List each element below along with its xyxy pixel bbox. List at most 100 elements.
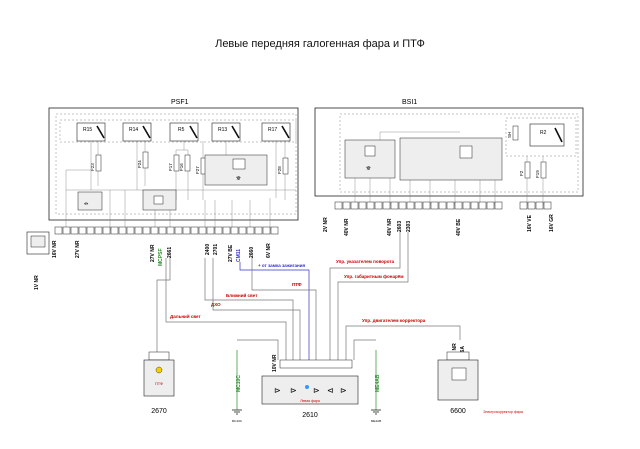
- pin-16v-ve: 16V VE: [527, 214, 533, 232]
- component-2670: ПТФ 2670: [143, 351, 175, 415]
- signal-ptf: ПТФ: [292, 282, 302, 287]
- fuse-f17-label: F17: [168, 163, 173, 171]
- component-2610-label: 2610: [302, 412, 318, 419]
- pin-2661: 2661: [167, 247, 173, 258]
- psf1-chip-icon: [153, 195, 164, 205]
- component-2610: 10V NR ⊳ ⊳ ⊳ ⊲ ⊳ Левая фара 2610: [261, 354, 359, 419]
- fuse-f28-label: F28: [277, 166, 282, 174]
- bsi1-label: BSI1: [402, 99, 417, 106]
- pin-40v-nr: 40V NR: [344, 218, 350, 236]
- component-6600-sublabel: Электрокорректор фары: [483, 410, 524, 414]
- pin-2303: 2303: [406, 221, 412, 232]
- pin-27v-nr-2: 27V NR: [150, 244, 156, 262]
- fuse-f19-label: F19: [535, 170, 540, 178]
- pin-16v-nr: 16V NR: [52, 240, 58, 258]
- headlamp-icon-2: ⊳: [290, 386, 297, 395]
- signal-high-beam: Дальний свет: [170, 313, 201, 319]
- bsi1-module-center-chip: [459, 145, 473, 159]
- pin-2v-nr: 2V NR: [323, 217, 329, 232]
- ground-mc10c: MC10C MC10C: [232, 375, 243, 423]
- fog-lamp-icon: [155, 366, 163, 374]
- page-title: Левые передняя галогенная фара и ПТФ: [215, 38, 425, 50]
- component-2670-label: 2670: [151, 408, 167, 415]
- ground-mc10c-label: MC10C: [236, 375, 242, 392]
- harness-wires: [156, 232, 461, 410]
- ground-me4ab-label: ME4AB: [375, 374, 381, 392]
- fuse-f24: [142, 151, 149, 169]
- signal-dro: ДХО: [211, 302, 221, 307]
- ground-module-icon: [30, 235, 46, 248]
- pin-2400: 2400: [205, 244, 211, 255]
- pin-40v-be: 40V BE: [456, 218, 462, 236]
- relay-r13-label: R13: [218, 127, 227, 133]
- fuse-f24-label: F24: [137, 160, 142, 168]
- psf1-lamp-icon: ⛯: [236, 175, 241, 182]
- bsi1-module-center: [399, 137, 503, 181]
- relay-r14-label: R14: [129, 127, 138, 133]
- relay-r5-label: R5: [178, 127, 185, 133]
- bsi1-module-left: [344, 139, 396, 179]
- left-ground-box: [26, 231, 50, 255]
- psf1-module-a-icon: ⦵: [84, 201, 89, 207]
- indicator-dot-icon: [305, 385, 309, 389]
- psf1-connector-row: [54, 226, 279, 235]
- pin-16v-gr: 16V GR: [549, 214, 555, 232]
- pin-2603: 2603: [397, 221, 403, 232]
- component-2610-sublabel: Левая фара: [300, 399, 320, 403]
- bsi1-connector-row: [334, 201, 552, 210]
- bsi1-relay-area: [505, 117, 577, 157]
- psf1-relay-module-a: [77, 191, 103, 211]
- pin-27v-nr: 27V NR: [75, 240, 81, 258]
- fuse-f17: [173, 154, 180, 172]
- component-6600-label: 6600: [450, 408, 466, 415]
- pin-2660: 2660: [249, 247, 255, 258]
- pin-2701: 2701: [213, 244, 219, 255]
- fuse-f16: [184, 154, 191, 172]
- headlamp-icon-4: ⊲: [327, 386, 334, 395]
- relay-r5: R5: [169, 122, 199, 142]
- fuse-f2-label: F2: [519, 170, 524, 176]
- psf1-module-c-chip: [232, 158, 246, 170]
- bsi1-outer-box: [314, 107, 584, 197]
- signal-low-beam: Ближний свет: [226, 292, 258, 298]
- ptf-label: ПТФ: [155, 381, 163, 386]
- corrector-icon: [451, 367, 467, 381]
- fuse-f2: [524, 161, 531, 179]
- ground-me4ab: ME4AB ME4AB: [371, 374, 381, 423]
- fuse-f19: [540, 161, 547, 179]
- relay-r14: R14: [122, 122, 152, 142]
- pin-mcpsf: MCPSF: [158, 249, 164, 267]
- relay-r15: R15: [76, 122, 106, 142]
- pin-6v-nr: 6V NR: [266, 243, 272, 258]
- psf1-internal-wiring: [65, 141, 296, 230]
- shunt-sh: [512, 125, 519, 141]
- fuse-f16-label: F16: [179, 163, 184, 171]
- relay-r15-label: R15: [83, 127, 92, 133]
- pin-40v-nr-2: 40V NR: [387, 218, 393, 236]
- fuse-f27-label: F27: [195, 166, 200, 174]
- bsi1-module-left-chip: [364, 145, 376, 157]
- fuse-f23-label: F23: [90, 163, 95, 171]
- signal-corrector: Упр. двигателем корректора: [362, 318, 426, 323]
- shunt-sh-label: SH: [507, 132, 512, 138]
- relay-r2-label: R2: [540, 130, 547, 136]
- pin-10v-nr: 10V NR: [272, 354, 278, 372]
- signal-ignition: + от замка зажигания: [258, 263, 305, 268]
- relay-r17-label: R17: [268, 127, 277, 133]
- bsi1-inner-box: [339, 113, 579, 193]
- pin-1v-nr: 1V NR: [34, 275, 40, 290]
- pin-cm11: CM11: [236, 249, 242, 262]
- psf1-outer-box: [48, 107, 299, 221]
- ground-me4ab-sub: ME4AB: [371, 419, 381, 423]
- fuse-f23: [95, 154, 102, 172]
- fuse-f28: [282, 157, 289, 175]
- signal-turn: Упр. указателем поворота: [336, 259, 395, 264]
- headlamp-icon-5: ⊳: [340, 386, 347, 395]
- relay-r13: R13: [211, 122, 241, 142]
- psf1-label: PSF1: [171, 99, 189, 106]
- headlamp-icon-1: ⊳: [274, 386, 281, 395]
- pin-27v-be: 27V BE: [228, 244, 234, 262]
- bsi1-internal-wiring: [354, 131, 544, 205]
- bsi1-lamp-icon: ⛯: [366, 165, 371, 172]
